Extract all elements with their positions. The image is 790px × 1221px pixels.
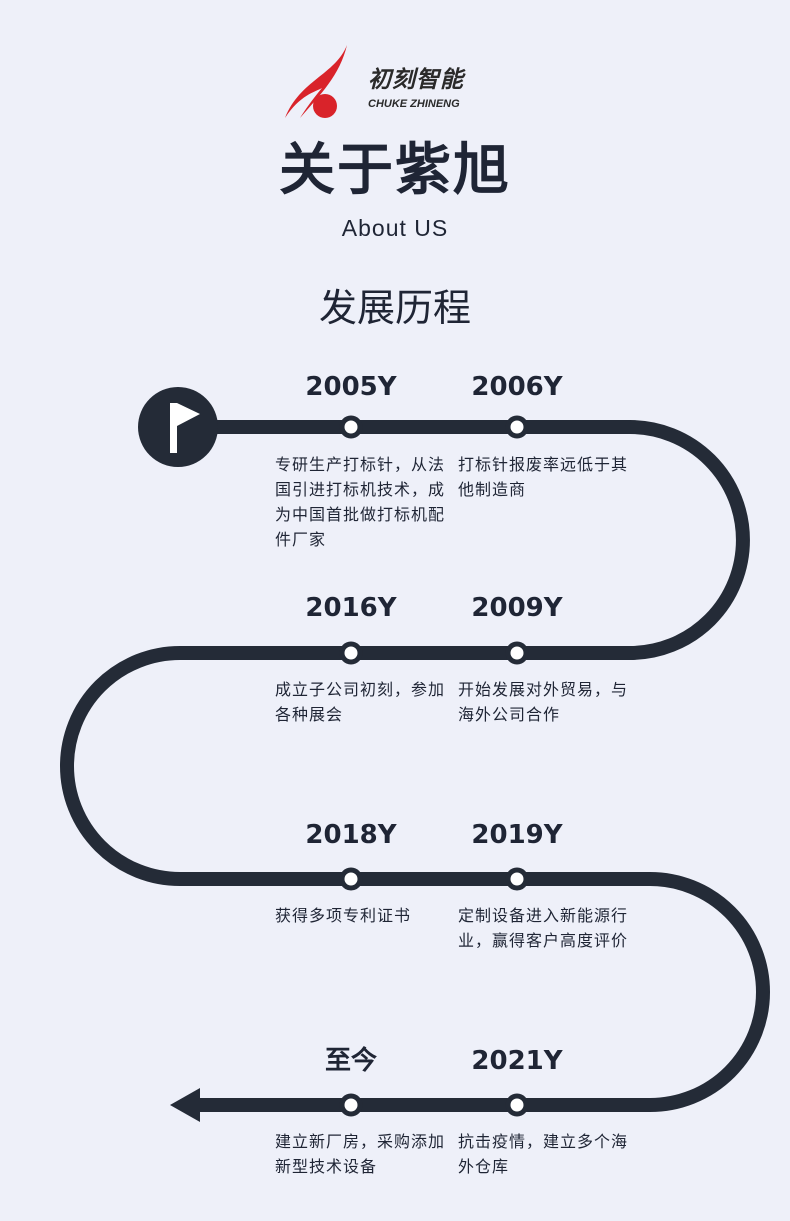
- timeline-year: 2021Y: [471, 1046, 563, 1076]
- timeline-year: 2009Y: [471, 593, 563, 623]
- timeline-dot: [505, 415, 529, 439]
- brand-name: 初刻智能: [368, 67, 464, 93]
- timeline-year: 2016Y: [305, 593, 397, 623]
- timeline-dot: [339, 415, 363, 439]
- timeline-year: 2019Y: [471, 820, 563, 850]
- timeline-dot: [339, 867, 363, 891]
- arrow-head-icon: [170, 1088, 200, 1122]
- timeline-dot: [505, 867, 529, 891]
- logo-mark-icon: [285, 45, 347, 118]
- timeline-year: 2005Y: [305, 372, 397, 402]
- flag-icon: [138, 387, 218, 467]
- timeline-text: 抗击疫情，建立多个海外仓库: [458, 1132, 629, 1176]
- timeline-dot: [339, 641, 363, 665]
- timeline-text: 建立新厂房，采购添加新型技术设备: [275, 1132, 446, 1176]
- timeline-dot: [505, 641, 529, 665]
- timeline-text: 成立子公司初刻，参加各种展会: [275, 680, 446, 724]
- timeline-text: 获得多项专利证书: [275, 906, 412, 925]
- timeline-text: 开始发展对外贸易，与海外公司合作: [458, 680, 629, 724]
- timeline-text: 定制设备进入新能源行业，赢得客户高度评价: [458, 906, 629, 950]
- timeline-year: 至今: [324, 1046, 377, 1076]
- brand-name-en: CHUKE ZHINENG: [368, 98, 460, 110]
- section-title: 发展历程: [318, 286, 471, 330]
- timeline-dot: [339, 1093, 363, 1117]
- timeline-dot: [505, 1093, 529, 1117]
- timeline-text: 专研生产打标针，从法国引进打标机技术，成为中国首批做打标机配件厂家: [275, 455, 446, 549]
- page-subtitle: About US: [341, 215, 449, 241]
- page-title: 关于紫旭: [279, 138, 511, 203]
- timeline-year: 2006Y: [471, 372, 563, 402]
- timeline-text: 打标针报废率远低于其他制造商: [458, 455, 629, 499]
- timeline-year: 2018Y: [305, 820, 397, 850]
